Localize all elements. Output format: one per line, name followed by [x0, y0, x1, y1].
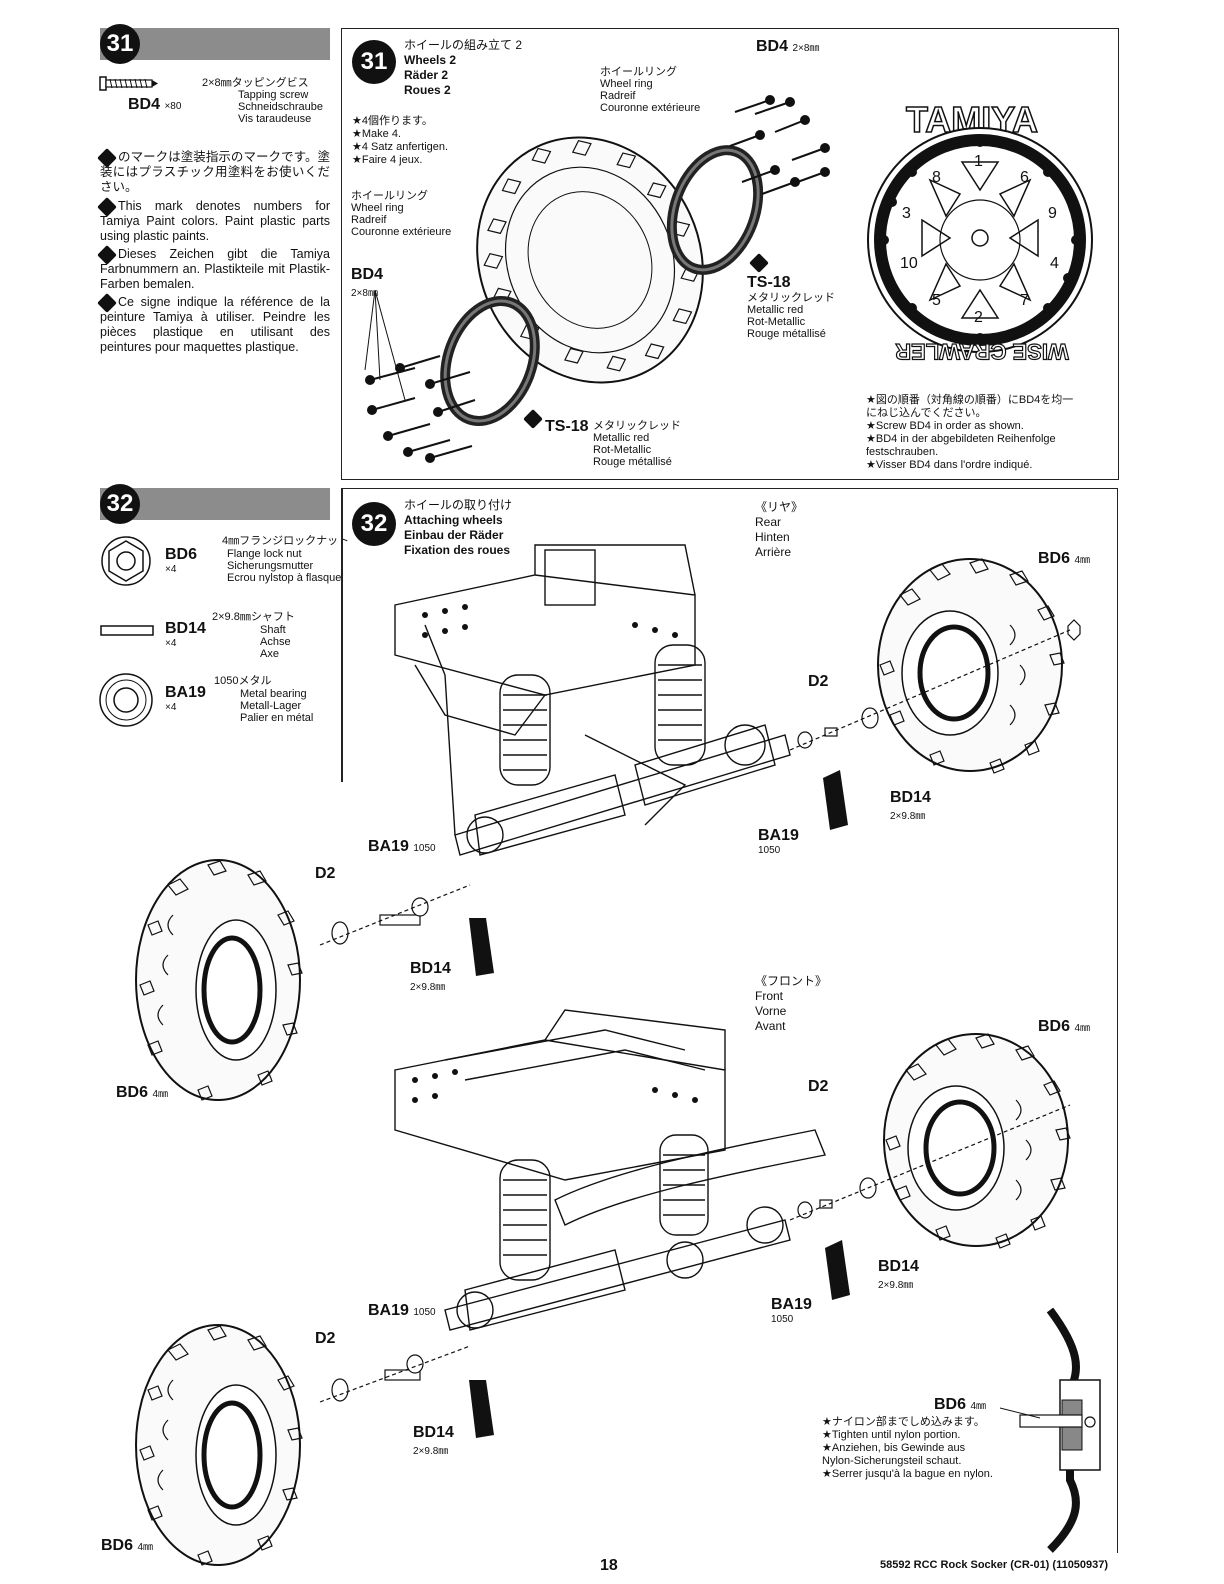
wheel-ring-right-part	[666, 145, 764, 275]
tapping-screw-icon	[99, 76, 158, 91]
flange-lock-nut-icon	[101, 536, 151, 586]
paint-note: のマークは塗装指示のマークです。塗装にはプラスチック用塗料をお使いください。 T…	[97, 147, 330, 355]
bolt-order-3: 3	[902, 205, 911, 222]
metal-bearing-icon	[99, 673, 153, 727]
front-left-bd6-label: BD6 4㎜	[101, 1537, 154, 1554]
bd4-screws-left	[365, 355, 476, 463]
tighten-note: ★ナイロン部までしめ込みます。★Tighten until nylon port…	[822, 1416, 993, 1480]
rear-left-hardware	[319, 884, 471, 946]
step32-number-badge: 32	[100, 484, 140, 524]
nylon-nut-detail	[999, 1307, 1101, 1553]
bolt-order-7: 7	[1020, 292, 1029, 309]
part-bd6-code: BD6×4	[165, 546, 198, 575]
hex-wrench-icon	[825, 1240, 850, 1300]
bd4-leader-lines	[364, 289, 406, 401]
make-four-note: ★4個作ります。★Make 4.★4 Satz anfertigen.★Fair…	[352, 115, 449, 166]
bolt-order-8: 8	[932, 169, 941, 186]
bd4-screws-right	[729, 95, 830, 195]
step31-number-badge: 31	[100, 24, 140, 64]
bolt-order-9: 9	[1048, 205, 1057, 222]
screw-order-note: ★図の順番（対角線の順番）にBD4を均一にねじ込んでください。★Screw BD…	[866, 394, 1074, 471]
bolt-order-6: 6	[1020, 169, 1029, 186]
step32-panel-badge: 32	[352, 502, 396, 546]
rim-model-text: WISE CRAWLER	[895, 339, 1069, 364]
bolt-order-5: 5	[932, 292, 941, 309]
part-bd14-code: BD14×4	[165, 620, 206, 649]
wheel-ring-left-part	[440, 295, 540, 427]
rear-right-d2-label: D2	[808, 673, 829, 690]
rear-left-d2-label: D2	[315, 865, 336, 882]
rear-right-bd6-label: BD6 4㎜	[1038, 550, 1091, 567]
rear-left-tire	[135, 859, 303, 1101]
front-right-bd6-label: BD6 4㎜	[1038, 1018, 1091, 1035]
step32-panel-left-border	[341, 488, 343, 782]
part-bd6-spec: 4㎜フランジロックナット	[222, 535, 350, 547]
bolt-order-1: 1	[974, 153, 983, 170]
hex-wrench-icon	[823, 770, 848, 830]
front-right-tire	[883, 1033, 1071, 1249]
hex-wrench-icon	[469, 1380, 494, 1438]
step31-panel-badge: 31	[352, 40, 396, 84]
footer-model: 58592 RCC Rock Socker (CR-01) (11050937)	[880, 1559, 1109, 1571]
bolt-order-4: 4	[1050, 255, 1059, 272]
rear-chassis-illustration	[394, 544, 791, 856]
front-right-d2-label: D2	[808, 1078, 829, 1095]
bolt-order-2: 2	[974, 309, 983, 326]
rim-screw-order-diagram: TAMIYA 1 2 3 4 5 6 7 8 9 10 WISE CRAWLER	[867, 98, 1093, 365]
front-left-ba19-label: BA19 1050	[368, 1302, 436, 1319]
hex-wrench-icon	[469, 918, 494, 976]
rear-right-tire	[877, 558, 1065, 774]
part-ba19-spec: 1050メタル	[214, 675, 272, 687]
bolt-order-10: 10	[900, 255, 918, 272]
step31-part-spec: 2×8㎜タッピングビス	[202, 77, 309, 89]
shaft-icon	[100, 625, 154, 636]
step31-panel	[341, 28, 1119, 480]
front-left-hardware	[319, 1345, 471, 1403]
page-number: 18	[600, 1557, 618, 1574]
rear-left-ba19-label: BA19 1050	[368, 838, 436, 855]
part-ba19-code: BA19×4	[165, 684, 206, 713]
front-right-hardware	[789, 1104, 1071, 1221]
front-left-d2-label: D2	[315, 1330, 336, 1347]
rear-left-bd6-label: BD6 4㎜	[116, 1084, 169, 1101]
front-left-tire	[135, 1324, 303, 1566]
detail-bd6-label: BD6 4㎜	[934, 1396, 987, 1413]
front-chassis-illustration	[394, 1009, 826, 1331]
step32-panel	[341, 488, 1118, 1553]
step31-part-code: BD4 ×80	[128, 96, 182, 113]
rear-right-hardware	[789, 619, 1081, 751]
bd4-label-top: BD4 2×8㎜	[756, 38, 820, 55]
part-bd14-spec: 2×9.8㎜シャフト	[212, 611, 295, 623]
